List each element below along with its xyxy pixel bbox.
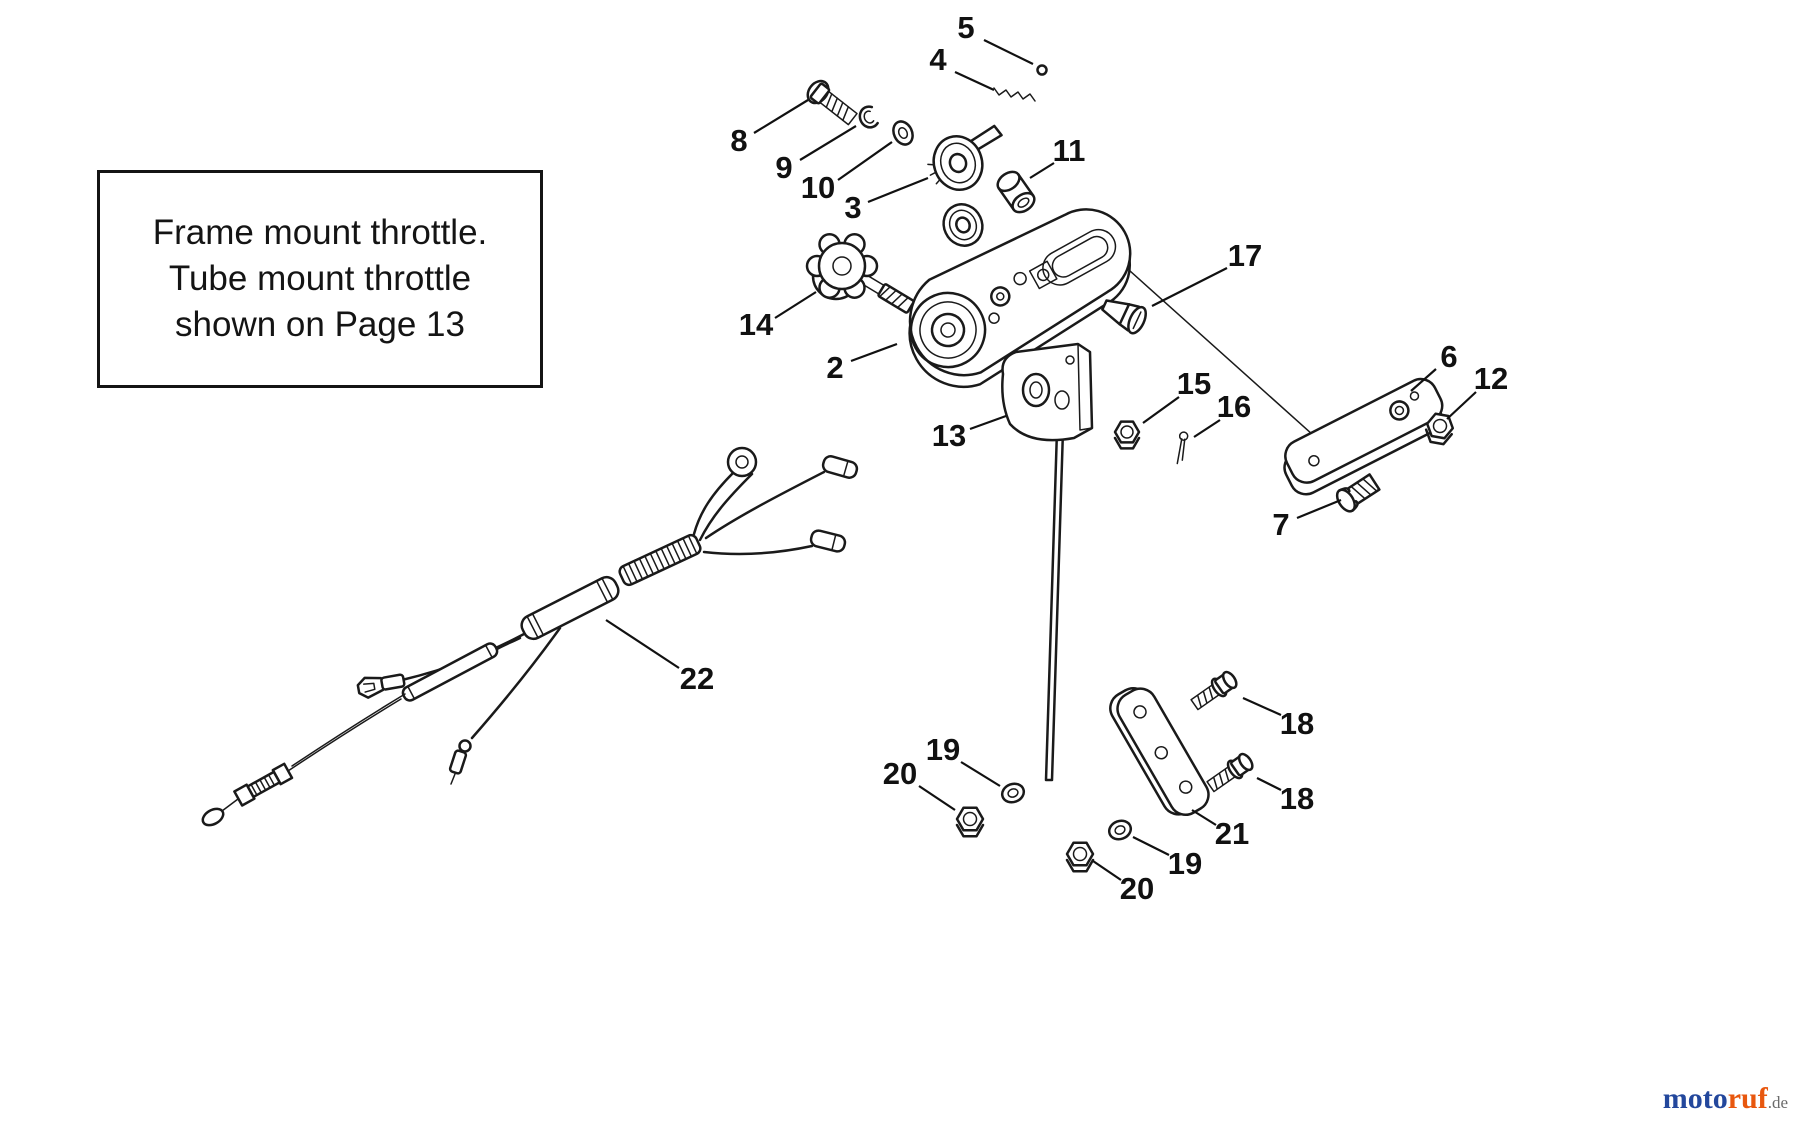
cable-assembly-22-part <box>201 446 859 827</box>
lower-bracket-21-part <box>1109 686 1210 817</box>
screw-7-part <box>1335 473 1381 513</box>
cable-end-cap-part <box>201 807 225 827</box>
callout-label-20: 20 <box>883 756 917 791</box>
friction-dial-3-part <box>927 124 1003 191</box>
screw-8-part <box>806 79 858 126</box>
callout-label-5: 5 <box>957 10 974 45</box>
callout-label-19: 19 <box>1168 846 1202 881</box>
callout-leader-17 <box>1151 267 1228 307</box>
callout-label-18: 18 <box>1280 706 1314 741</box>
callout-label-10: 10 <box>801 170 835 205</box>
screw-18-part <box>1190 670 1238 711</box>
callout-leader-20 <box>918 785 956 811</box>
callout-label-11: 11 <box>1053 133 1086 168</box>
cable-adjuster-part <box>233 762 294 807</box>
fork-terminal-part <box>356 673 406 699</box>
callout-leader-5 <box>983 39 1034 65</box>
logo-text-de: .de <box>1767 1093 1788 1112</box>
callout-label-9: 9 <box>775 150 792 185</box>
cable-sheath-part <box>520 575 620 641</box>
callout-leader-7 <box>1296 498 1342 520</box>
callout-label-16: 16 <box>1217 389 1251 424</box>
callout-label-18: 18 <box>1280 781 1314 816</box>
callout-label-14: 14 <box>739 307 774 342</box>
washer-19-part <box>1000 782 1026 804</box>
cable-housing-part <box>401 642 499 702</box>
bullet-connector-part <box>809 529 847 553</box>
corrugated-sheath-part <box>618 533 702 587</box>
callout-label-2: 2 <box>826 350 843 385</box>
spacer-11-part <box>996 170 1036 214</box>
callout-leader-19 <box>1132 836 1170 856</box>
callout-leader-14 <box>774 291 817 319</box>
main-bracket-2-part <box>908 208 1132 389</box>
washer-19-part <box>1107 819 1133 841</box>
note-line-1: Frame mount throttle. <box>152 212 488 252</box>
alignment-line <box>1119 261 1333 453</box>
knob-14-part <box>805 233 915 314</box>
callout-leader-13 <box>969 414 1007 431</box>
callout-leader-2 <box>850 342 898 363</box>
nut-12-part <box>1424 412 1455 446</box>
callout-leader-16 <box>1193 419 1221 438</box>
callout-leader-15 <box>1142 396 1180 424</box>
washer-10-part <box>892 120 914 146</box>
note-box: Frame mount throttle. Tube mount throttl… <box>97 170 543 388</box>
logo-text-ruf: ruf <box>1727 1082 1768 1115</box>
screw-17-part <box>1101 299 1147 335</box>
callout-label-12: 12 <box>1474 361 1508 396</box>
callout-leader-12 <box>1446 391 1477 420</box>
callout-label-7: 7 <box>1272 507 1289 542</box>
bullet-connector-part <box>821 455 859 479</box>
cotter-pin-16-part <box>1176 431 1189 465</box>
callout-leader-3 <box>867 176 929 204</box>
callout-label-15: 15 <box>1177 366 1211 401</box>
callout-label-3: 3 <box>844 190 861 225</box>
callout-leader-4 <box>954 71 995 91</box>
callout-label-6: 6 <box>1440 339 1457 374</box>
cable-bead-part <box>458 739 472 753</box>
callout-label-8: 8 <box>730 123 747 158</box>
logo-text-moto: moto <box>1662 1082 1728 1115</box>
callout-label-4: 4 <box>929 42 947 77</box>
callout-label-17: 17 <box>1228 238 1262 273</box>
callout-label-21: 21 <box>1215 816 1249 851</box>
screw-18-part <box>1206 752 1254 793</box>
note-line-2: Tube mount throttle <box>168 258 472 298</box>
detent-ball-5-part <box>1036 64 1048 76</box>
pivot-rod-part <box>1044 428 1065 782</box>
inline-connector-part <box>448 749 468 775</box>
callout-leader-18 <box>1242 696 1282 717</box>
c-clip-9-part <box>858 105 879 129</box>
callout-leader-6 <box>1410 368 1437 392</box>
nut-20-part <box>955 806 985 838</box>
callout-label-22: 22 <box>680 661 714 696</box>
callout-leader-19 <box>960 761 1001 787</box>
callout-leader-20 <box>1092 860 1122 881</box>
nut-15-part <box>1113 420 1141 450</box>
callout-leader-10 <box>837 141 893 181</box>
callout-label-13: 13 <box>932 418 966 453</box>
note-line-3: shown on Page 13 <box>175 305 465 345</box>
motoruf-logo: motoruf.de <box>1663 1082 1788 1116</box>
callout-label-19: 19 <box>926 732 960 767</box>
callout-leader-22 <box>605 619 680 669</box>
callout-leader-8 <box>753 99 809 134</box>
callout-leader-21 <box>1191 809 1217 826</box>
mount-plate-6-part <box>1283 377 1444 496</box>
callout-label-20: 20 <box>1120 871 1154 906</box>
nut-20-part <box>1065 841 1095 873</box>
ring-terminal-part <box>726 446 758 478</box>
detent-spring-4-part <box>993 87 1036 102</box>
callout-leader-9 <box>799 125 857 161</box>
callout-leader-18 <box>1256 777 1282 791</box>
bearing-part <box>942 203 984 247</box>
pivot-bracket-13-part <box>1001 342 1094 442</box>
callout-leader-11 <box>1029 162 1055 179</box>
